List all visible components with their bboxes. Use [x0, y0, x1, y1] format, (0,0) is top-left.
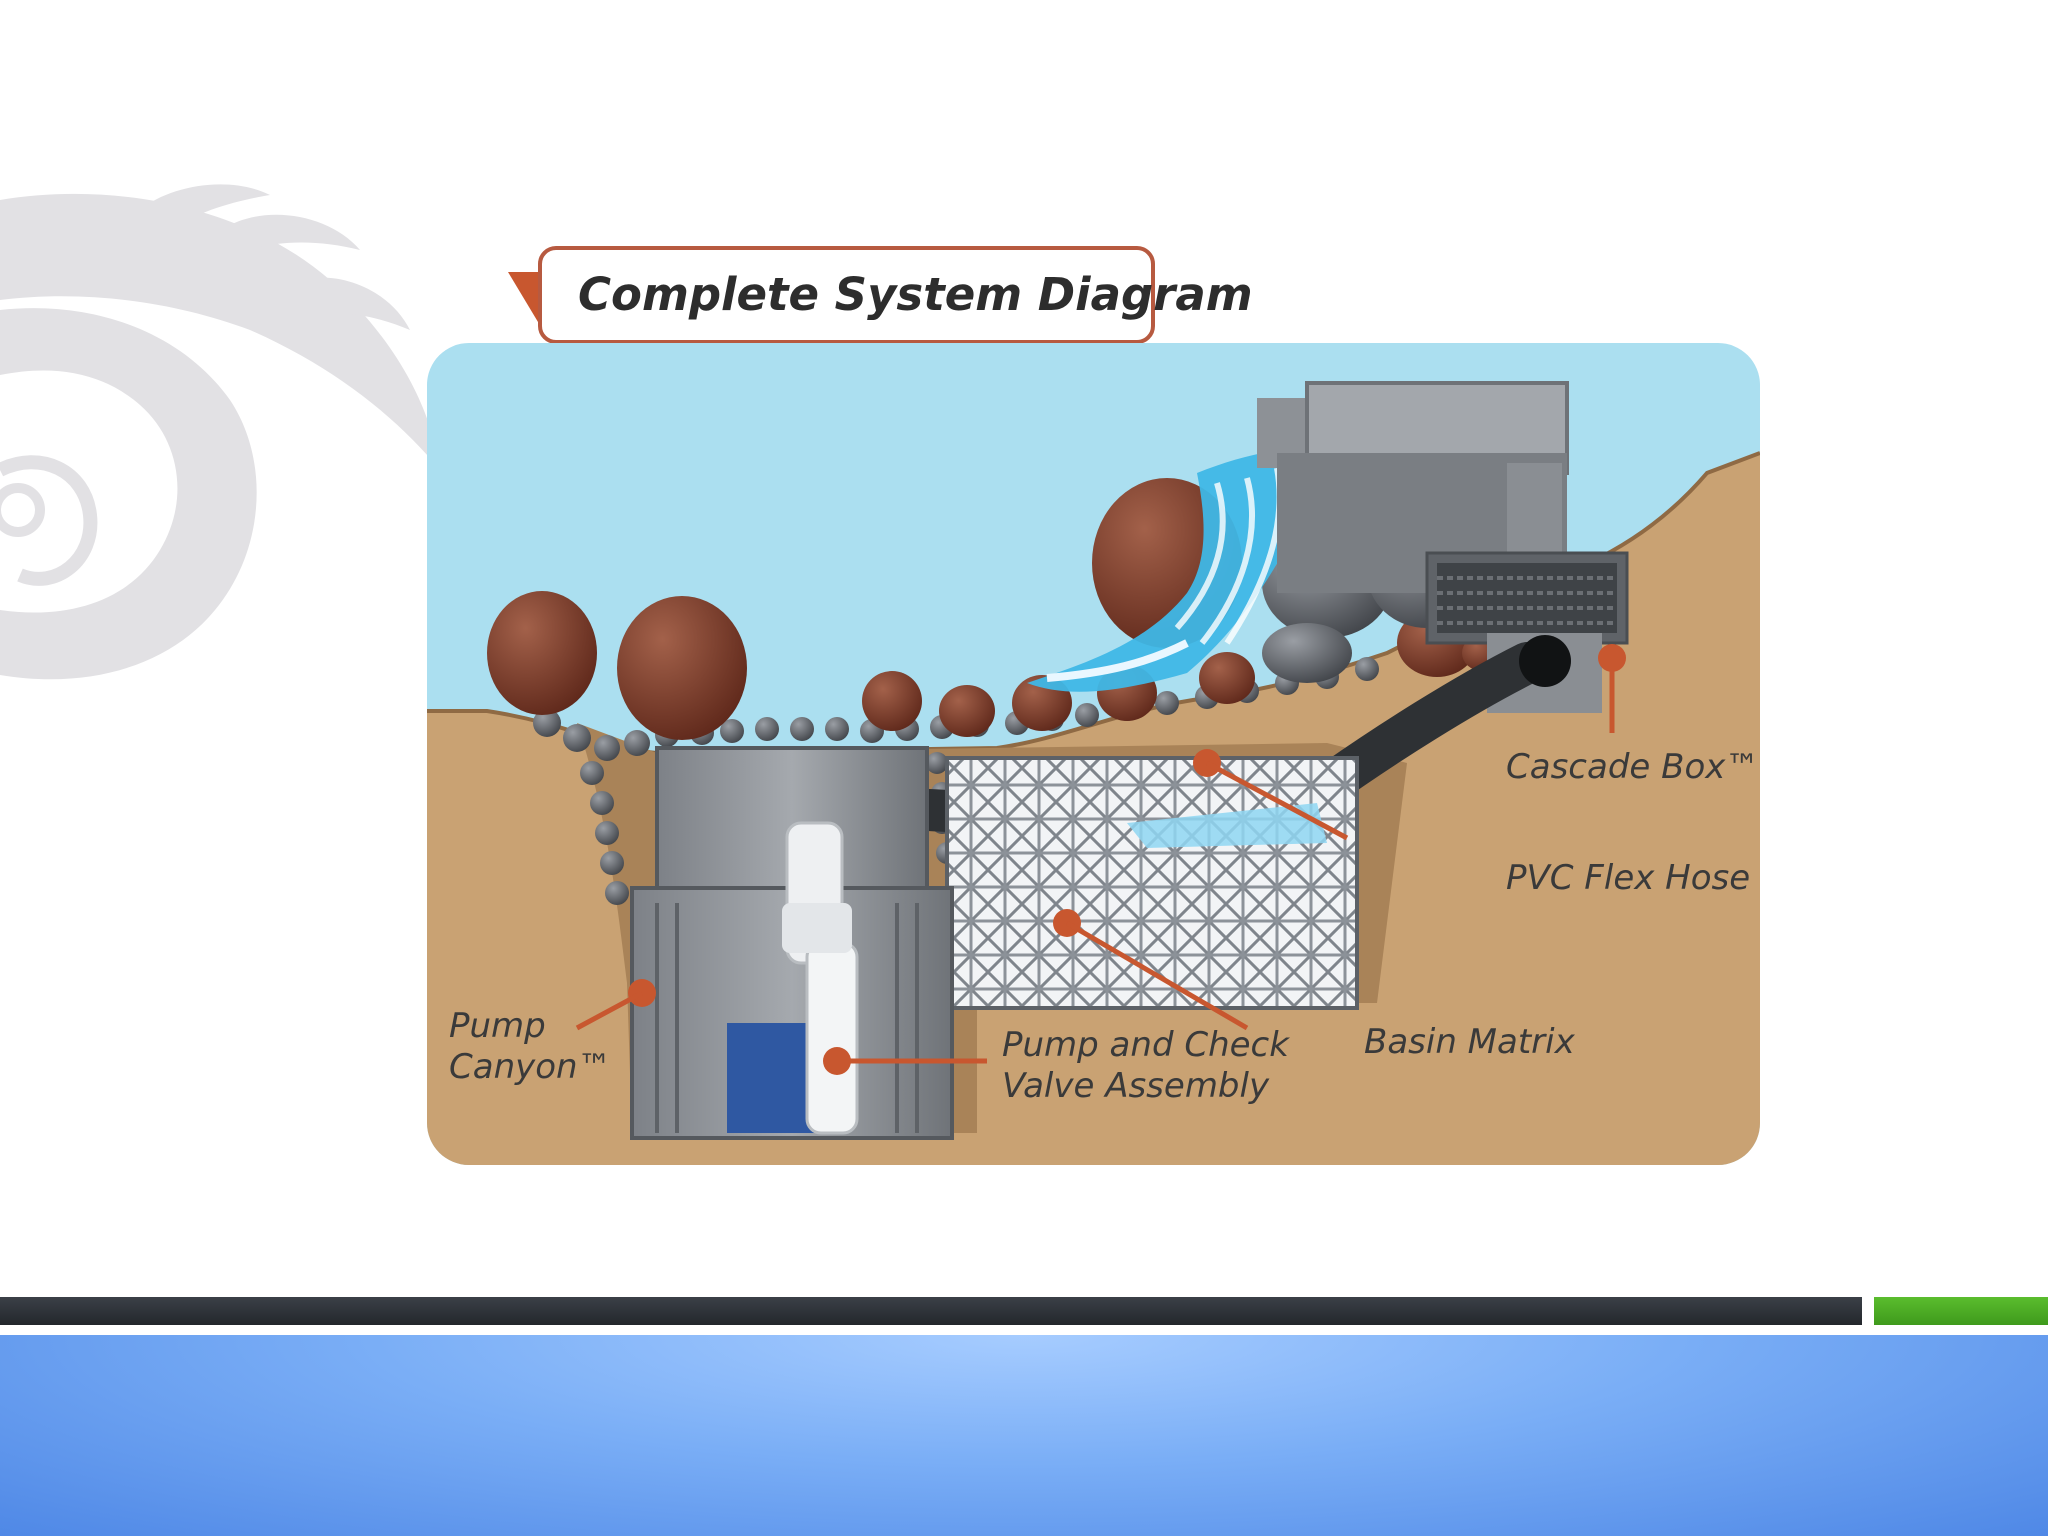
cascade-box-illustration [1257, 381, 1629, 713]
label-basin-matrix: Basin Matrix [1364, 1022, 1575, 1062]
diagram-title-tab: Complete System Diagram [538, 246, 1253, 344]
system-illustration [427, 343, 1760, 1165]
diagram-title: Complete System Diagram [578, 268, 1253, 321]
pump-canyon-illustration [630, 746, 954, 1140]
label-pump-and-check-line2: Valve Assembly [1002, 1066, 1270, 1106]
footer-dark-bar [0, 1297, 1862, 1325]
footer-green-accent [1874, 1297, 2048, 1325]
label-pump-and-check-line1: Pump and Check [1002, 1025, 1289, 1065]
footer-blue-band [0, 1335, 2048, 1536]
label-pump-canyon-line1: Pump [449, 1006, 546, 1046]
label-pump-canyon: Pump Canyon™ [449, 1006, 612, 1088]
label-pvc-flex-hose: PVC Flex Hose [1506, 858, 1751, 898]
decorative-swirl-icon [0, 184, 440, 680]
label-cascade-box: Cascade Box™ [1506, 747, 1760, 787]
label-pump-canyon-line2: Canyon™ [449, 1047, 612, 1087]
label-pump-and-check: Pump and Check Valve Assembly [1002, 1025, 1289, 1107]
